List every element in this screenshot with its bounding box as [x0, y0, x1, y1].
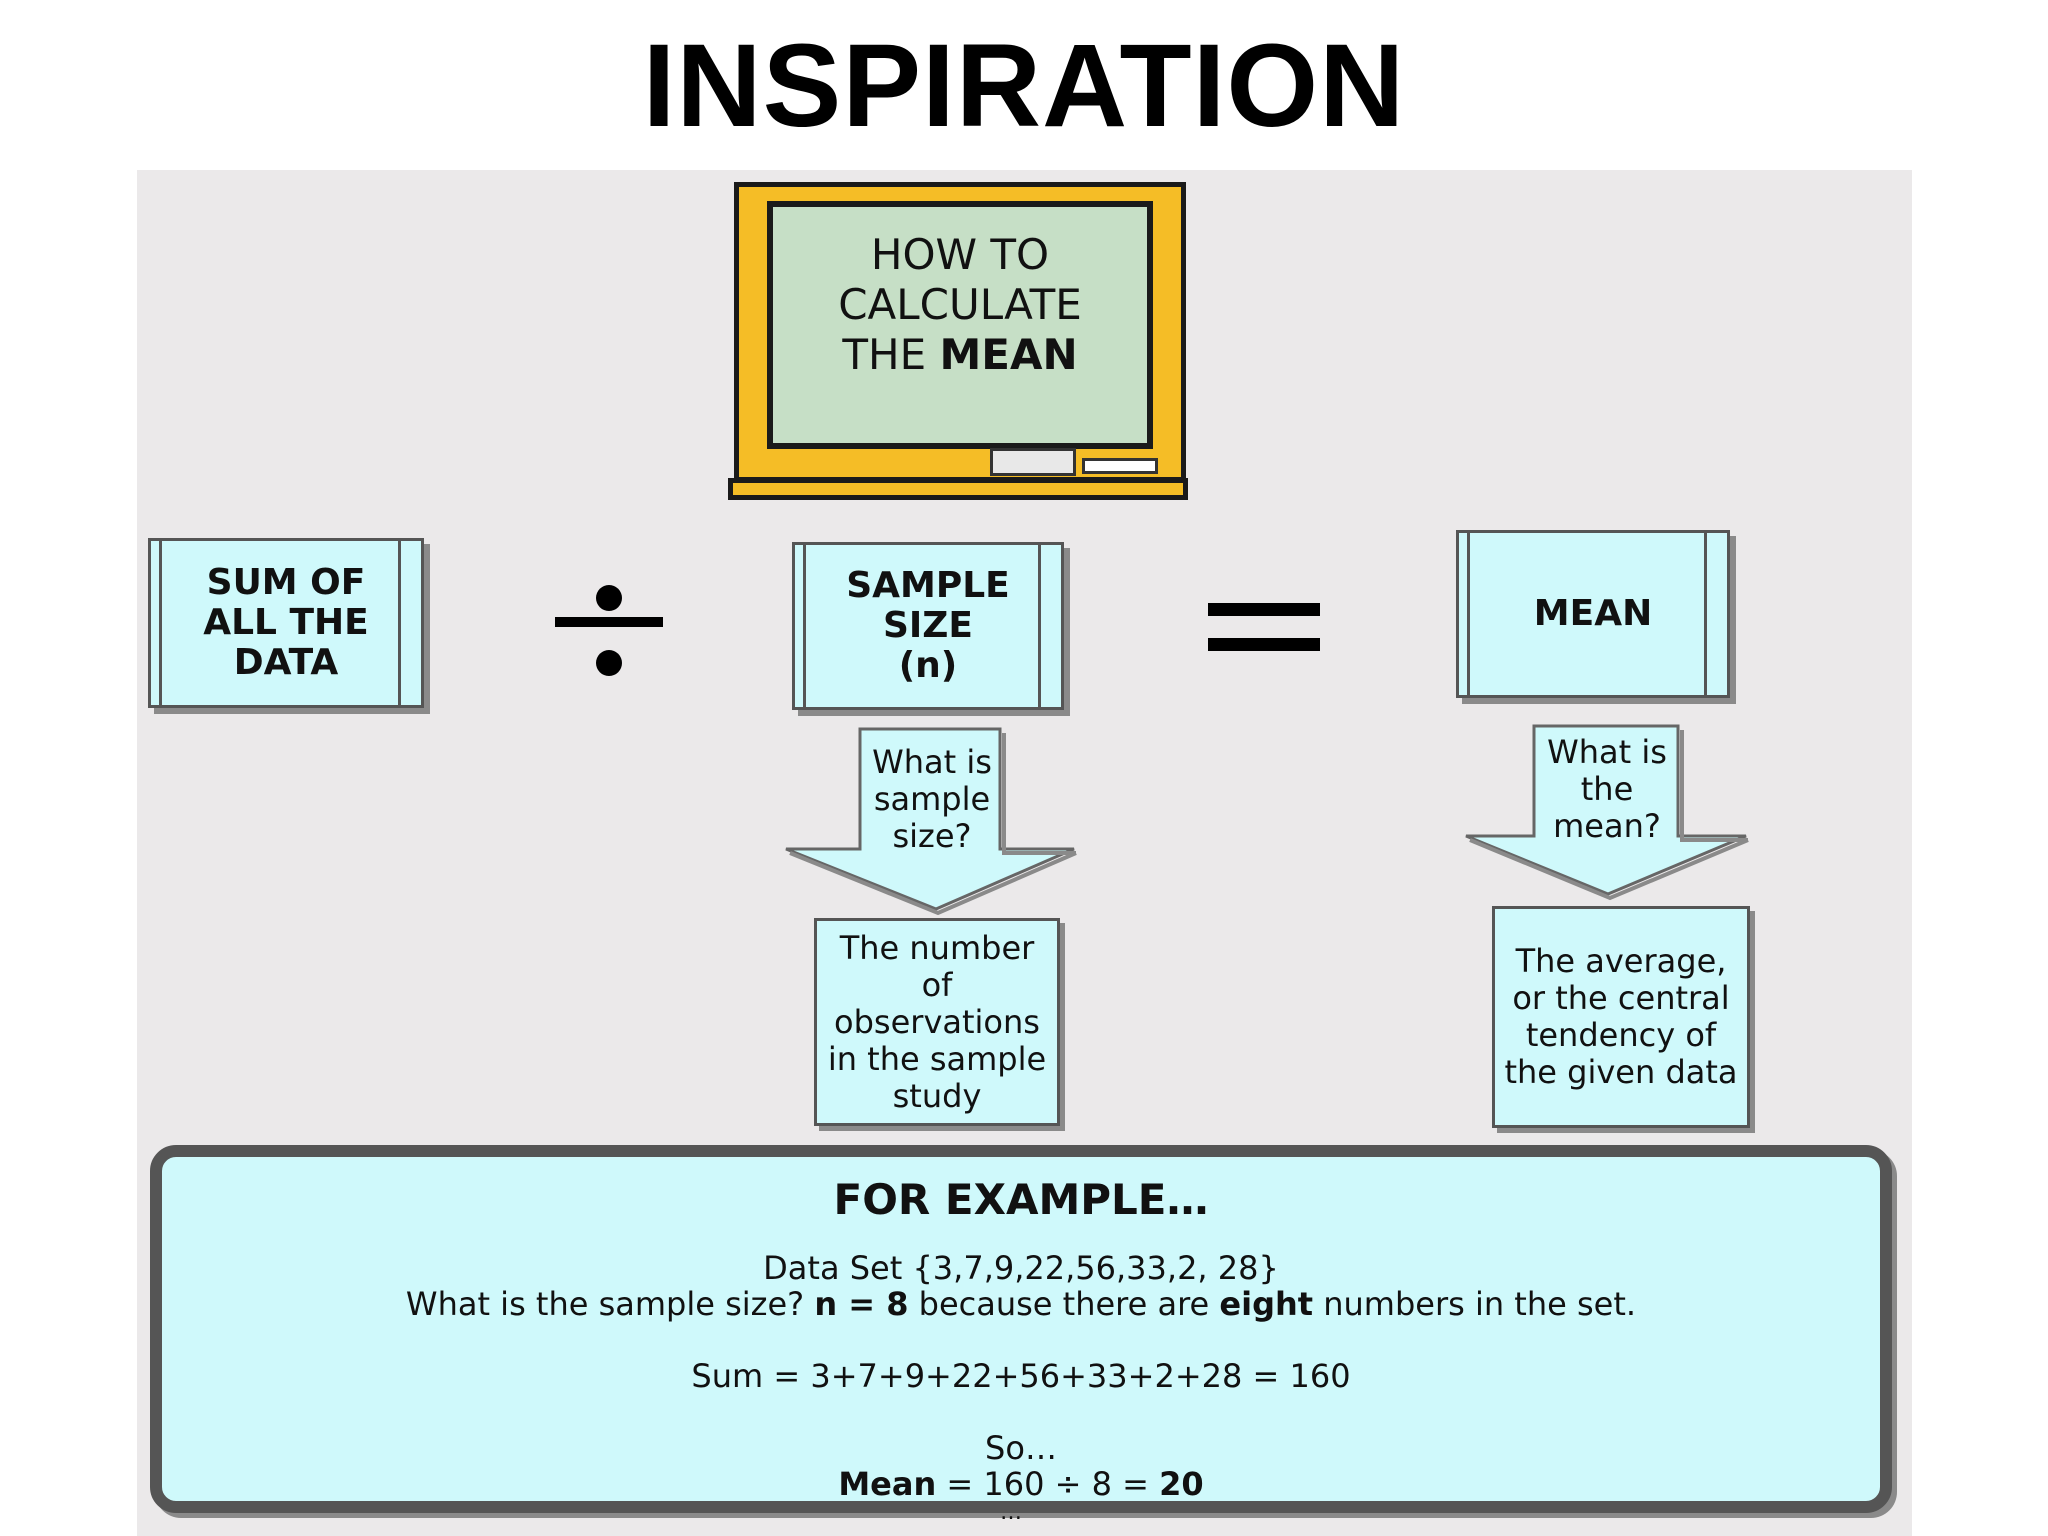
- chalkboard-line-2: CALCULATE: [838, 280, 1082, 329]
- example-data-set: Data Set {3,7,9,22,56,33,2, 28}: [763, 1249, 1279, 1287]
- chalkboard-text: HOW TO CALCULATE THE MEAN: [767, 201, 1153, 449]
- sample-size-arrow-callout: [785, 727, 1077, 916]
- chalkboard-line-1: HOW TO: [870, 230, 1050, 279]
- term-mean: MEAN: [1456, 530, 1730, 698]
- example-mean-line: Mean = 160 ÷ 8 = 20: [838, 1465, 1204, 1503]
- slide-title: INSPIRATION: [642, 20, 1406, 152]
- chalkboard-ledge: [728, 478, 1188, 500]
- eraser-icon: [990, 448, 1076, 476]
- sample-size-definition: The number of observations in the sample…: [814, 918, 1060, 1126]
- chalkboard-line-3: THE MEAN: [842, 330, 1078, 379]
- chalkboard: HOW TO CALCULATE THE MEAN: [734, 182, 1186, 482]
- trailing-ellipsis: …: [1000, 1500, 1022, 1525]
- example-sum-line: Sum = 3+7+9+22+56+33+2+28 = 160: [691, 1357, 1351, 1395]
- mean-arrow-callout: [1465, 724, 1749, 901]
- chalk-icon: [1082, 458, 1158, 474]
- example-box: FOR EXAMPLE… Data Set {3,7,9,22,56,33,2,…: [150, 1145, 1892, 1513]
- mean-question: What is the mean?: [1547, 733, 1667, 845]
- example-sample-size-line: What is the sample size? n = 8 because t…: [405, 1285, 1637, 1323]
- example-heading: FOR EXAMPLE…: [833, 1175, 1209, 1224]
- example-so: So…: [985, 1429, 1057, 1467]
- chalkboard-mean: MEAN: [939, 330, 1078, 379]
- term-sample-size: SAMPLE SIZE (n): [792, 542, 1064, 710]
- sample-size-question: What is sample size?: [872, 743, 992, 855]
- mean-definition: The average, or the central tendency of …: [1492, 906, 1750, 1128]
- term-sum-of-data: SUM OF ALL THE DATA: [148, 538, 424, 708]
